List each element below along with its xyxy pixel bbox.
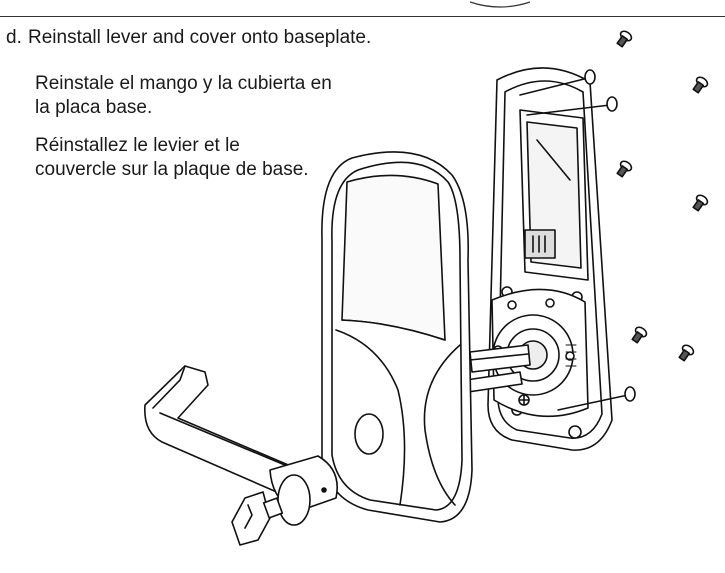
header-rule [0,16,725,17]
step-text-en: Reinstall lever and cover onto baseplate… [28,27,372,48]
lock-cover [321,151,473,523]
lever-handle [144,365,338,546]
step-text-es: Reinstale el mango y la cubierta en la p… [35,73,332,118]
baseplate [465,67,613,451]
screws [616,30,709,362]
step-d-heading: d. Reinstall lever and cover onto basepla… [6,26,371,50]
mounting-posts [519,69,636,411]
header-tab-arc [469,1,531,8]
key [231,491,284,546]
step-letter: d. [6,27,22,48]
step-text-fr: Réinstallez le levier et le couvercle su… [35,135,309,180]
